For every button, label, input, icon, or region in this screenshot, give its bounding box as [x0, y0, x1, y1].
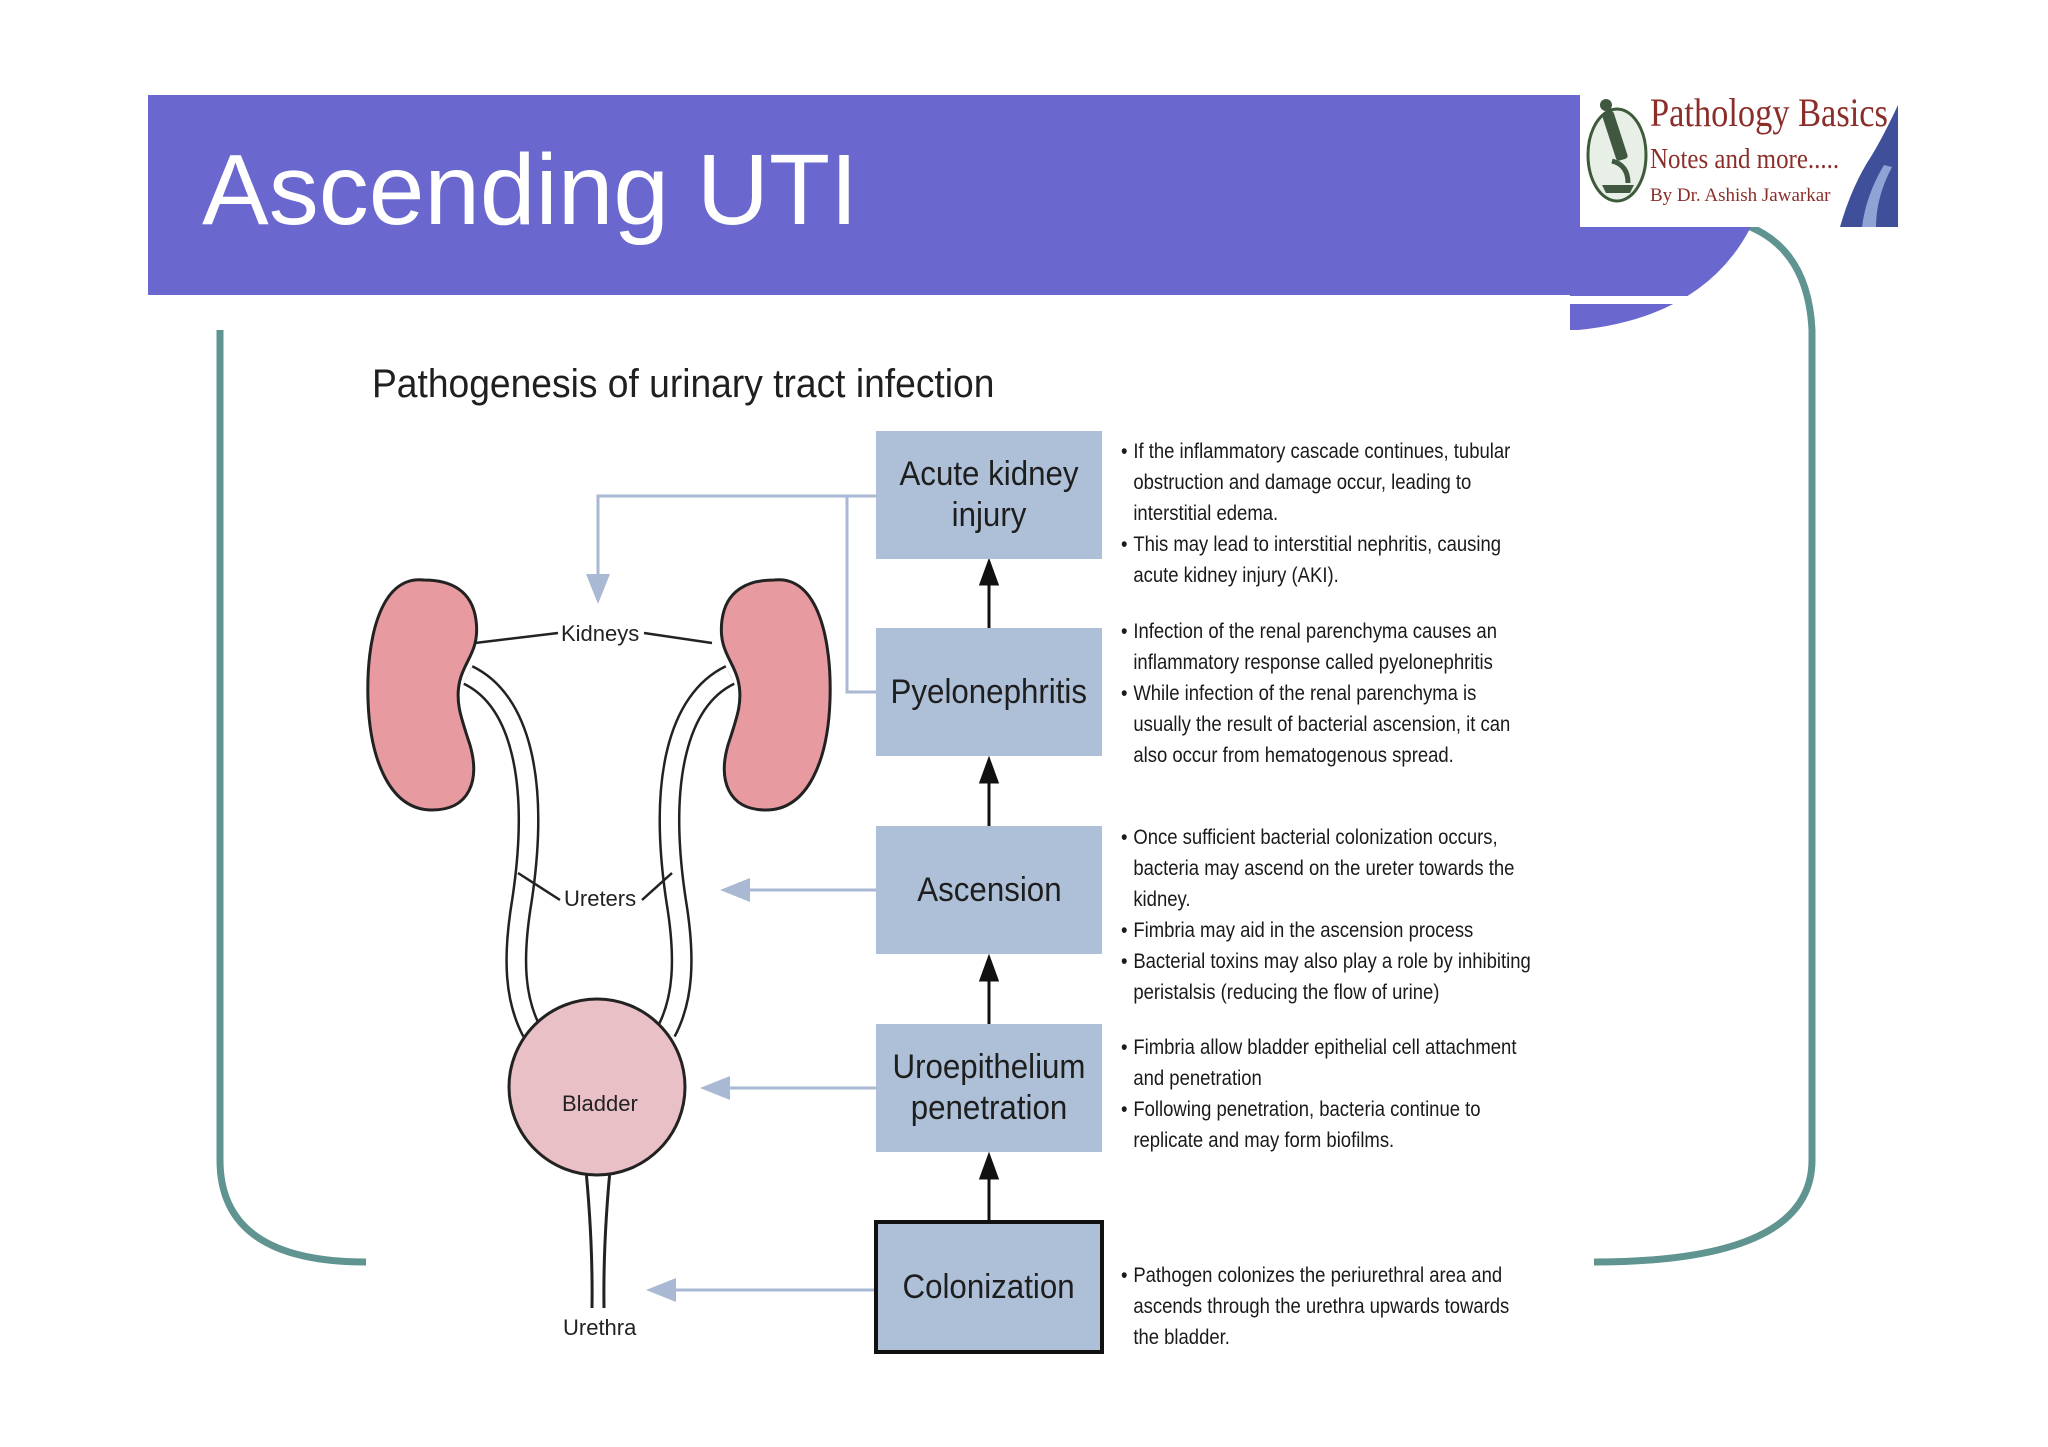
stage-label: Acute kidney injury [899, 455, 1079, 534]
note-item: Infection of the renal parenchyma causes… [1121, 616, 1535, 678]
notes-ascension: Once sufficient bacterial colonization o… [1121, 822, 1535, 1008]
bladder [507, 997, 687, 1177]
notes-colonization: Pathogen colonizes the periurethral area… [1121, 1260, 1535, 1353]
connector-arrows [596, 494, 876, 1292]
label-bladder: Bladder [562, 1091, 638, 1116]
frame-left-curve [216, 330, 367, 1266]
ureters-leader-lines [517, 871, 673, 902]
note-item: Once sufficient bacterial colonization o… [1121, 822, 1535, 915]
note-item: Fimbria allow bladder epithelial cell at… [1121, 1032, 1535, 1094]
diagram-title: Pathogenesis of urinary tract infection [372, 362, 995, 406]
stage-pyelonephritis: Pyelonephritis [876, 628, 1102, 756]
note-item: This may lead to interstitial nephritis,… [1121, 529, 1535, 591]
note-item: Following penetration, bacteria continue… [1121, 1094, 1535, 1156]
logo-title: Pathology Basics [1650, 90, 1888, 135]
note-item: Bacterial toxins may also play a role by… [1121, 946, 1535, 1008]
frame-right-curve [1593, 222, 1816, 1266]
note-item: Fimbria may aid in the ascension process [1121, 915, 1535, 946]
note-item: Pathogen colonizes the periurethral area… [1121, 1260, 1535, 1353]
logo-decoration [1840, 105, 1898, 227]
progression-arrows [978, 557, 1000, 1220]
microscope-icon [1586, 99, 1648, 203]
pathology-basics-logo: Pathology Basics Notes and more..... By … [1580, 85, 1898, 227]
logo-author: By Dr. Ashish Jawarkar [1650, 185, 1831, 206]
stage-label: Pyelonephritis [890, 672, 1088, 711]
stage-acute-kidney-injury: Acute kidney injury [876, 431, 1102, 559]
logo-subtitle: Notes and more..... [1650, 143, 1840, 175]
notes-acute-kidney-injury: If the inflammatory cascade continues, t… [1121, 436, 1535, 591]
notes-pyelonephritis: Infection of the renal parenchyma causes… [1121, 616, 1535, 771]
stage-label: Ascension [916, 870, 1062, 909]
stage-ascension: Ascension [876, 826, 1102, 954]
urethra [583, 1159, 613, 1309]
title-band-stripe [148, 296, 1695, 304]
connector-arrowheads [586, 574, 750, 1302]
stage-uroepithelium-penetration: Uroepithelium penetration [876, 1024, 1102, 1152]
label-ureters: Ureters [564, 886, 637, 911]
slide-title: Ascending UTI [202, 134, 858, 246]
stage-label: Colonization [902, 1267, 1076, 1306]
right-kidney [719, 578, 832, 812]
title-band [148, 95, 1578, 295]
left-kidney [366, 578, 479, 812]
note-item: While infection of the renal parenchyma … [1121, 678, 1535, 771]
stage-label: Uroepithelium penetration [892, 1048, 1086, 1127]
label-kidneys: Kidneys [561, 621, 640, 646]
kidneys-leader-lines [474, 631, 713, 645]
notes-uroepithelium-penetration: Fimbria allow bladder epithelial cell at… [1121, 1032, 1535, 1156]
stage-colonization: Colonization [874, 1220, 1104, 1354]
label-urethra: Urethra [563, 1315, 637, 1340]
note-item: If the inflammatory cascade continues, t… [1121, 436, 1535, 529]
